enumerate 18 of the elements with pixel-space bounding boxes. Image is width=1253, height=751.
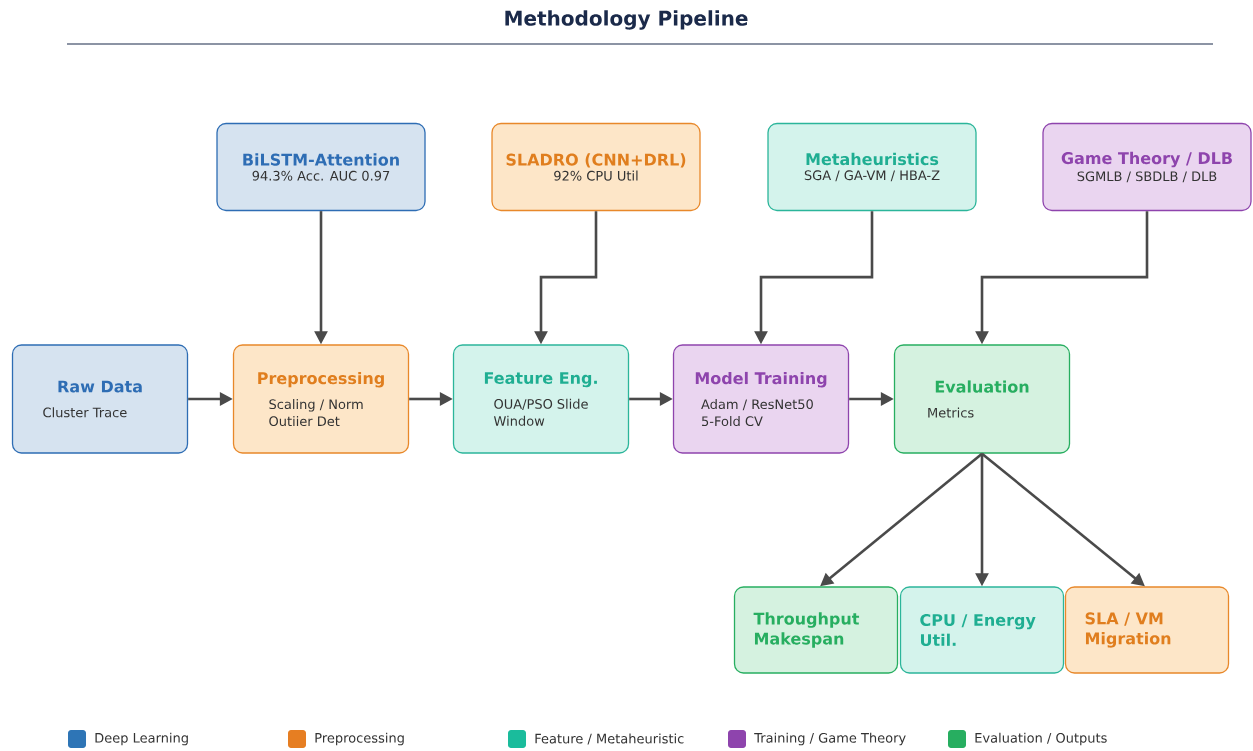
legend-label: Training / Game Theory [754, 732, 906, 746]
method-box: BiLSTM-Attention 94.3% Acc. AUC 0.97 [216, 122, 426, 212]
output-box: SLA / VM Migration [1064, 586, 1230, 674]
title: Methodology Pipeline [505, 10, 748, 30]
method-box: Game Theory / DLB SGMLB / SBDLB / DLB [1042, 122, 1252, 212]
output-box: Throughput Makespan [733, 586, 899, 674]
process-box: Feature Eng. OUA/PSO Slide Window [452, 344, 630, 454]
method-box: Metaheuristics SGA / GA-VM / HBA-Z [767, 122, 977, 212]
method-box: SLADRO (CNN+DRL) 92% CPU Util [491, 122, 701, 212]
legend-label: Deep Learning [95, 732, 188, 746]
legend-label: Feature / Metaheuristic [535, 733, 684, 745]
legend-label: Evaluation / Outputs [975, 732, 1107, 746]
process-box: Preprocessing Scaling / Norm Outiier Det [232, 344, 410, 454]
process-box: Evaluation Metrics [893, 344, 1071, 454]
process-box: Raw Data Cluster Trace [11, 344, 189, 454]
process-box: Model Training Adam / ResNet50 5-Fold CV [672, 344, 850, 454]
output-box: CPU / Energy Util. [899, 586, 1065, 674]
legend-label: Preprocessing [315, 732, 404, 746]
